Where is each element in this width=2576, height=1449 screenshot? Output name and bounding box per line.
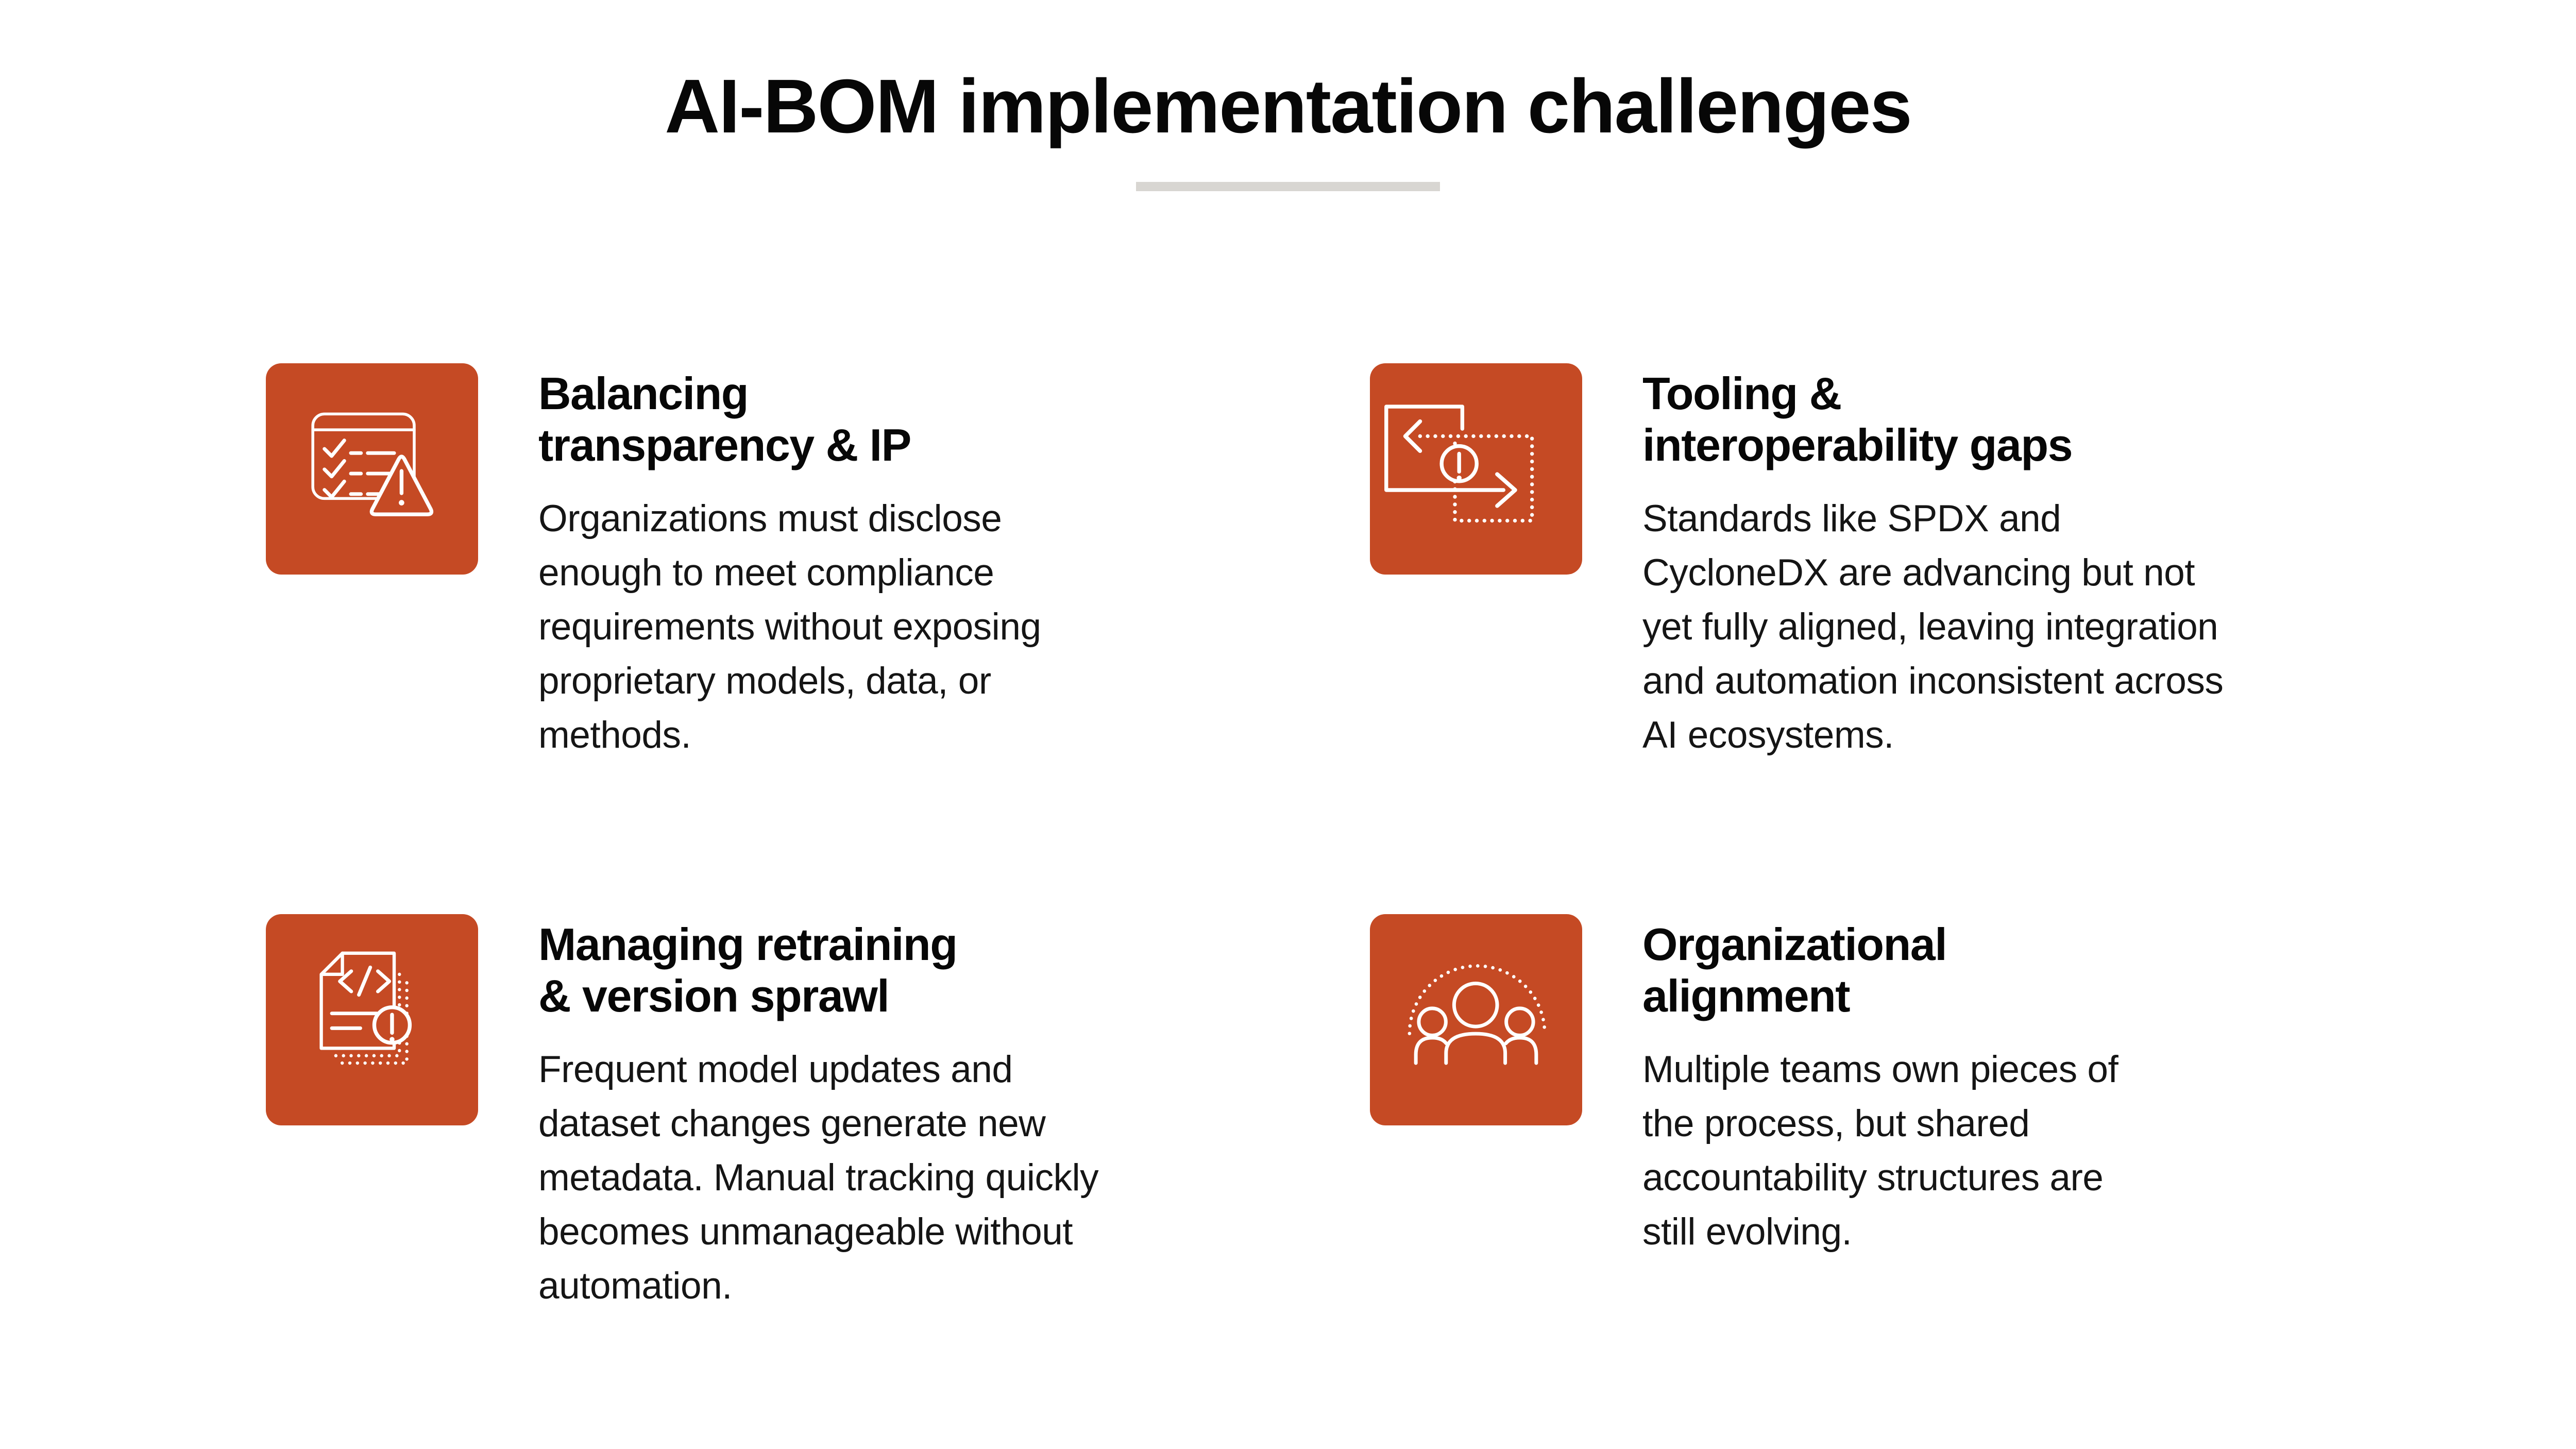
card-body-line: enough to meet compliance: [538, 552, 994, 594]
card-icon-tile: [266, 363, 478, 575]
card-body-line: and automation inconsistent across: [1642, 660, 2224, 702]
title-divider: [1136, 182, 1440, 191]
card-icon-tile: [1370, 914, 1582, 1125]
card-body: Multiple teams own pieces of the process…: [1642, 1042, 2395, 1259]
card-icon-tile: [1370, 363, 1582, 575]
card-body: Frequent model updates and dataset chang…: [538, 1042, 1291, 1313]
team-group-icon: [1408, 964, 1547, 1065]
card-body-line: methods.: [538, 714, 691, 756]
card-heading: Balancing transparency & IP: [538, 368, 1291, 471]
card-body-line: Frequent model updates and: [538, 1049, 1013, 1090]
card-heading: Tooling & interoperability gaps: [1642, 368, 2395, 471]
card-heading-line: Tooling &: [1642, 368, 1842, 419]
card-heading-line: Balancing: [538, 368, 749, 419]
card-text-block: Managing retraining & version sprawl Fre…: [538, 919, 1291, 1313]
card-body-line: automation.: [538, 1265, 732, 1307]
card-body-line: accountability structures are: [1642, 1157, 2104, 1199]
card-body-line: Multiple teams own pieces of: [1642, 1049, 2119, 1090]
card-heading: Organizational alignment: [1642, 919, 2395, 1022]
card-body-line: dataset changes generate new: [538, 1103, 1046, 1144]
card-heading-line: interoperability gaps: [1642, 419, 2073, 470]
card-body-line: requirements without exposing: [538, 606, 1041, 648]
card-text-block: Organizational alignment Multiple teams …: [1642, 919, 2395, 1259]
card-heading-line: & version sprawl: [538, 970, 890, 1021]
card-organizational-alignment: Organizational alignment Multiple teams …: [1370, 914, 2395, 1259]
card-text-block: Tooling & interoperability gaps Standard…: [1642, 368, 2395, 762]
card-body: Organizations must disclose enough to me…: [538, 492, 1291, 762]
card-heading-line: Organizational: [1642, 919, 1947, 970]
card-icon-tile: [266, 914, 478, 1125]
card-body-line: becomes unmanageable without: [538, 1211, 1073, 1253]
page-title: AI-BOM implementation challenges: [665, 64, 1912, 149]
card-body-line: the process, but shared: [1642, 1103, 2030, 1144]
card-body-line: Organizations must disclose: [538, 498, 1002, 540]
card-body-line: CycloneDX are advancing but not: [1642, 552, 2195, 594]
card-balancing-transparency: Balancing transparency & IP Organization…: [266, 363, 1291, 762]
card-body-line: still evolving.: [1642, 1211, 1852, 1253]
card-heading-line: alignment: [1642, 970, 1851, 1021]
card-body-line: metadata. Manual tracking quickly: [538, 1157, 1099, 1199]
card-retraining-version-sprawl: Managing retraining & version sprawl Fre…: [266, 914, 1291, 1313]
card-heading-line: transparency & IP: [538, 419, 911, 470]
card-body-line: Standards like SPDX and: [1642, 498, 2061, 540]
checklist-warning-icon: [311, 412, 434, 516]
code-document-warning-icon: [319, 951, 412, 1065]
card-heading-line: Managing retraining: [538, 919, 958, 970]
card-body: Standards like SPDX and CycloneDX are ad…: [1642, 492, 2395, 762]
card-tooling-interoperability: Tooling & interoperability gaps Standard…: [1370, 363, 2395, 762]
card-body-line: yet fully aligned, leaving integration: [1642, 606, 2218, 648]
card-body-line: proprietary models, data, or: [538, 660, 991, 702]
card-text-block: Balancing transparency & IP Organization…: [538, 368, 1291, 762]
interoperability-arrows-icon: [1384, 405, 1534, 523]
card-heading: Managing retraining & version sprawl: [538, 919, 1291, 1022]
card-body-line: AI ecosystems.: [1642, 714, 1894, 756]
